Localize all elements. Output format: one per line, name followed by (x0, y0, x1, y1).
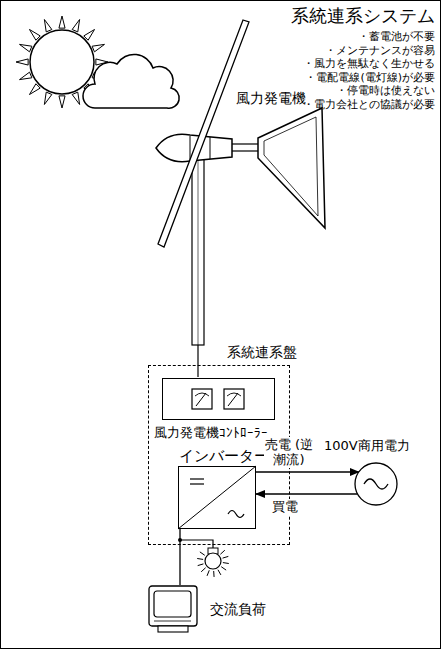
meter-scale (227, 393, 241, 396)
bulb-ray (218, 570, 221, 575)
nacelle-seam (190, 136, 191, 160)
tower (192, 158, 204, 345)
sun-ray (44, 92, 51, 104)
blade (158, 20, 249, 247)
bulb-ray (207, 570, 209, 576)
controller-box: 風力発電機ｺﾝﾄﾛｰﾗｰ (162, 378, 275, 420)
note-bullet: ・電力会社との協議が必要 (303, 98, 435, 111)
bulb-ray (201, 568, 205, 572)
power-flow-arrow (256, 493, 358, 494)
part-name: 風力発電機 (236, 90, 306, 107)
sun-ray (72, 20, 79, 32)
tail-fin (258, 108, 325, 228)
node-label: 交流負荷 (210, 601, 266, 618)
bulb-ray (221, 567, 226, 570)
bulb-ray (198, 564, 204, 566)
source-circle (355, 463, 397, 505)
tv-symbol (148, 585, 198, 633)
sun-ray (59, 96, 65, 108)
power-flow-arrow (256, 471, 359, 472)
meter (224, 389, 244, 409)
sun-ray (16, 59, 28, 65)
sun-ray (20, 72, 32, 79)
bulb-ray (197, 558, 203, 560)
turbine-wire (197, 345, 198, 377)
bulb-ray (220, 550, 224, 554)
tail-boom (230, 144, 262, 151)
bulb-ray (200, 552, 205, 555)
sun-ray (59, 16, 65, 28)
sun-ray (92, 44, 104, 51)
bulb-ray (213, 571, 214, 577)
node-label: 風力発電機ｺﾝﾄﾛｰﾗｰ (154, 425, 268, 441)
note-bullet: ・メンテナンスが容易 (325, 44, 435, 57)
note-bullet: ・蓄電池が不要 (358, 30, 435, 43)
meter-needle (228, 393, 238, 406)
note-bullet: ・電配電線(電灯線)が必要 (305, 71, 435, 84)
title: 系統連系システム (291, 5, 435, 27)
inv-symbol (178, 466, 256, 529)
bulb (205, 553, 221, 569)
sun-ray (29, 84, 40, 95)
bulb-ray (223, 556, 229, 558)
node-label: インバーター (179, 447, 269, 465)
meter-scale (195, 393, 209, 396)
inverter-diagonal (178, 466, 256, 529)
ctrl-symbol (162, 378, 275, 420)
dc-symbol (190, 483, 204, 484)
sun-ray (72, 92, 79, 104)
tv-body (149, 586, 197, 626)
load-tv: 交流負荷 (148, 585, 198, 633)
note-bullet: ・風力を無駄なく生かせる (303, 57, 435, 70)
inverter-box: インバーター (178, 466, 256, 529)
edge-label: 売電 (逆潮流) (264, 437, 314, 468)
tv-panel (154, 621, 191, 622)
meter (192, 389, 212, 409)
nacelle-seam (210, 137, 211, 159)
sun-ray (44, 20, 51, 32)
sun-ray (84, 29, 95, 40)
meter-needle (196, 393, 206, 406)
cloud (83, 54, 179, 108)
tv-stand (158, 626, 188, 632)
dc-symbol (190, 478, 204, 479)
ac-source-circle: 100V商用電力 (354, 462, 398, 506)
sun (30, 30, 94, 94)
sun-ray (20, 44, 32, 51)
sine-symbol (364, 479, 388, 489)
note-bullet: ・停電時は使えない (336, 84, 435, 97)
sun-ray (29, 29, 40, 40)
ac-symbol (354, 462, 398, 506)
bulb-ray (223, 562, 229, 564)
node-label: 100V商用電力 (324, 438, 410, 454)
ac-symbol (228, 510, 244, 517)
tower-line (198, 160, 199, 345)
tail-fin-inner (264, 117, 318, 216)
bulb-rays (197, 550, 229, 577)
load-wire (179, 529, 180, 585)
tv-screen (154, 591, 191, 617)
edge-label: 買電 (272, 499, 298, 515)
node-label: 系統連系盤 (227, 344, 297, 361)
